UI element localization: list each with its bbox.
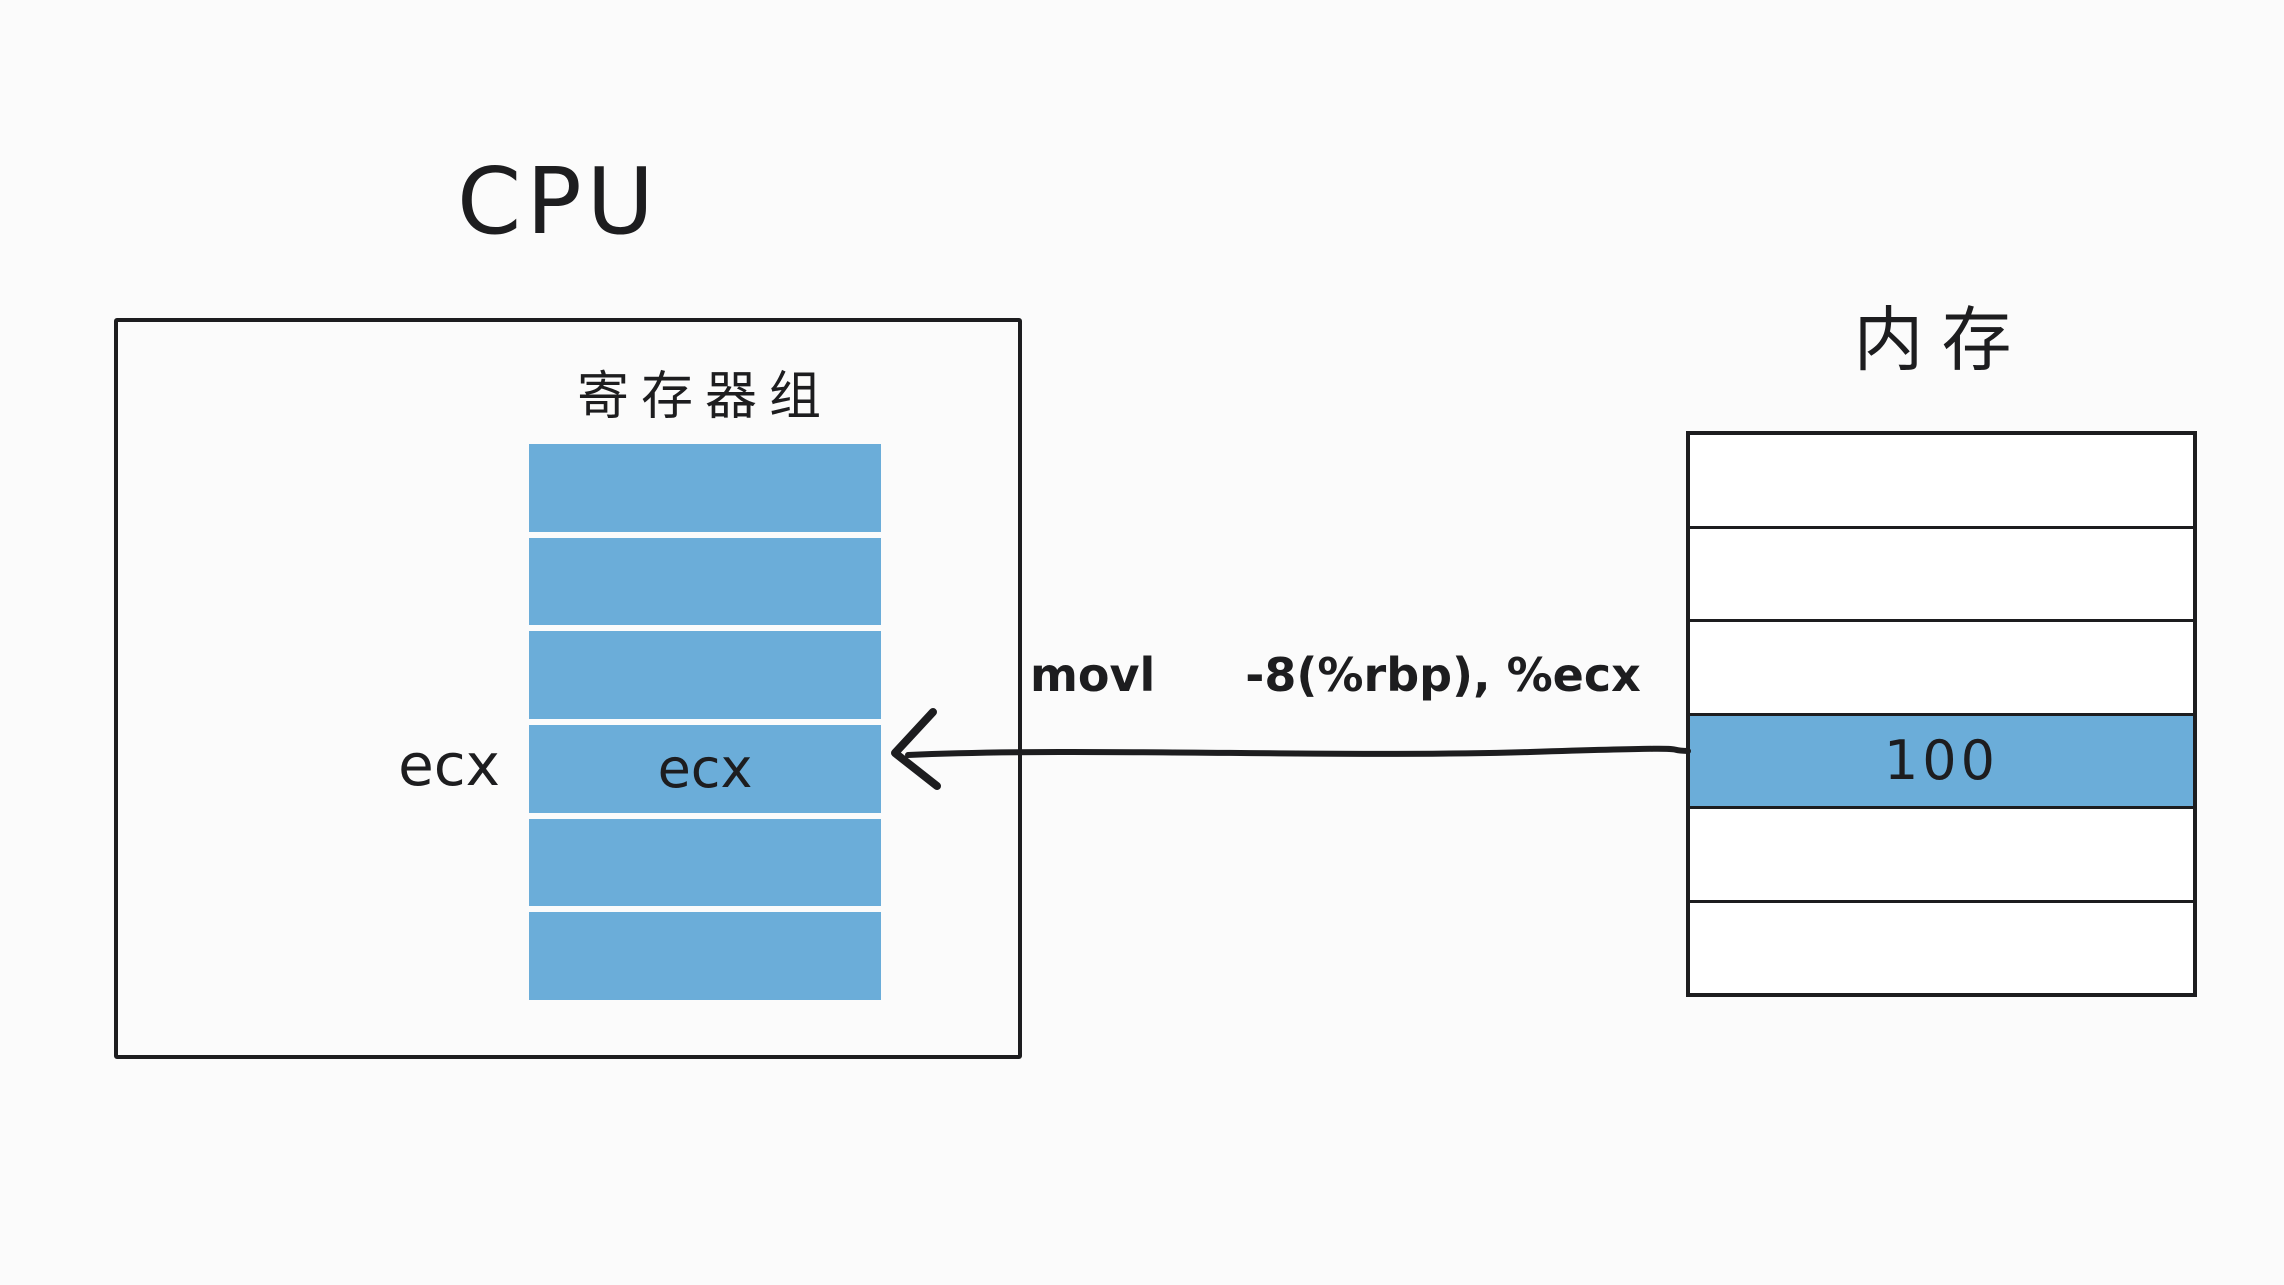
register-row-ecx: ecx xyxy=(529,725,881,813)
cpu-box xyxy=(114,318,1022,1059)
memory-row xyxy=(1690,806,2193,900)
memory-row xyxy=(1690,899,2193,994)
register-row xyxy=(529,444,881,532)
register-row xyxy=(529,631,881,720)
memory-row-highlighted: 100 xyxy=(1690,712,2193,806)
instruction-label: movl -8(%rbp), %ecx xyxy=(1030,648,1641,703)
memory-row xyxy=(1690,619,2193,713)
memory-value-label: 100 xyxy=(1883,729,2000,793)
instruction-operands: -8(%rbp), %ecx xyxy=(1245,648,1641,702)
memory-title: 内存 xyxy=(1853,299,2030,381)
register-pointer-label: ecx xyxy=(398,731,500,799)
register-row xyxy=(529,537,881,626)
register-group-label: 寄存器组 xyxy=(576,367,833,427)
instruction-mnemonic: movl xyxy=(1030,648,1156,702)
cpu-title: CPU xyxy=(456,148,660,255)
memory-table: 100 xyxy=(1686,431,2197,997)
register-row xyxy=(529,818,881,907)
memory-row xyxy=(1690,435,2193,526)
register-row xyxy=(529,912,881,1001)
memory-row xyxy=(1690,525,2193,620)
register-value-label: ecx xyxy=(657,737,753,801)
register-stack: ecx xyxy=(529,444,881,1001)
